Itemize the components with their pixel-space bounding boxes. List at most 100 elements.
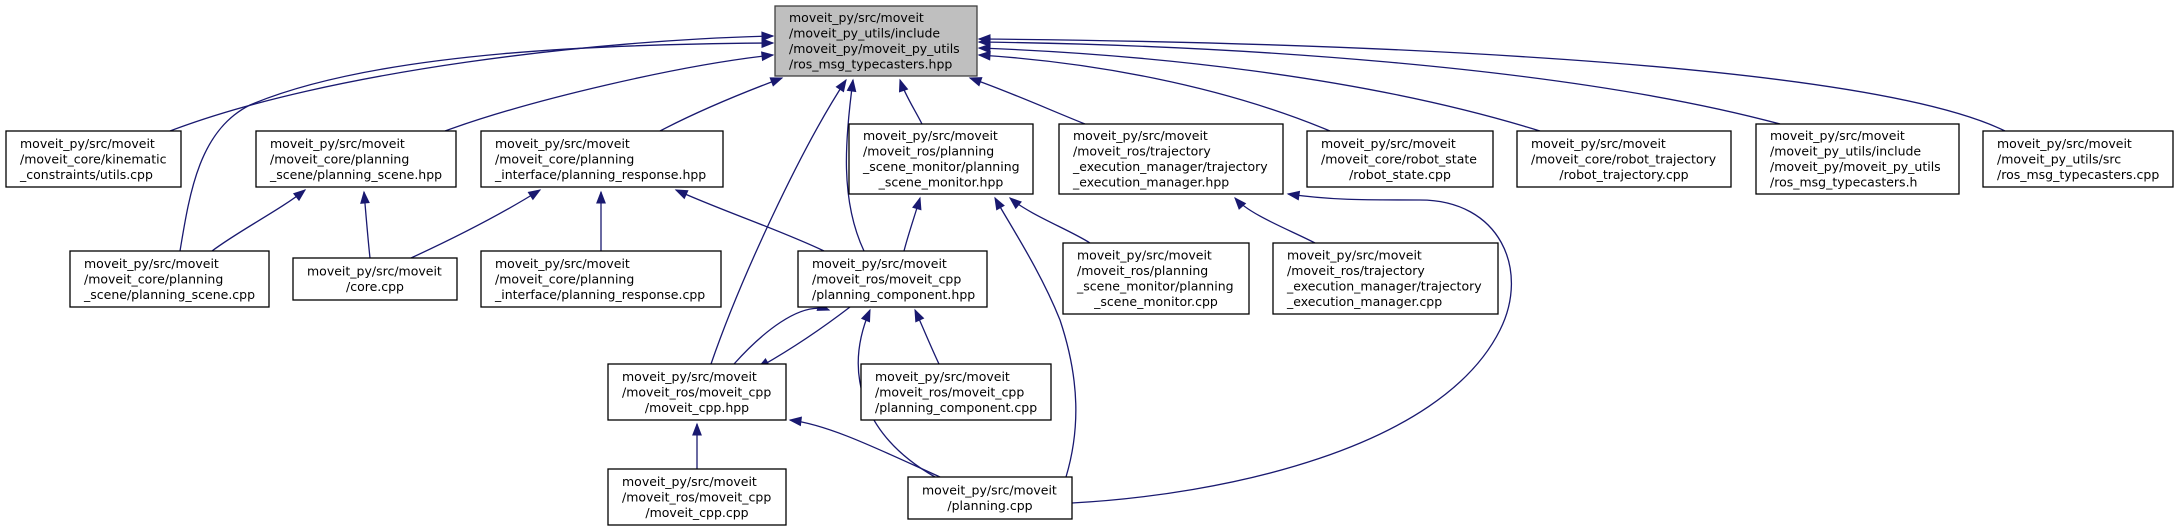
node-label-line: moveit_py/src/moveit (622, 369, 757, 384)
edge-line (410, 189, 541, 259)
edge-line (978, 38, 2006, 132)
node-label-line: /moveit_core/robot_trajectory (1531, 151, 1717, 166)
node-label-line: /core.cpp (346, 279, 404, 294)
edge-planning_cpp-to-psm_hpp (994, 196, 1077, 478)
node-label-line: /robot_trajectory.cpp (1559, 167, 1688, 182)
node-label-line: /ros_msg_typecasters.h (1770, 175, 1917, 190)
edge-ps_cpp-to-root (179, 38, 775, 252)
node-label-line: _interface/planning_response.cpp (494, 287, 705, 302)
edge-pc_cpp-to-pc_hpp (914, 308, 940, 365)
edge-pc_hpp-to-psm_hpp (903, 196, 922, 252)
edge-mc_hpp-to-root (710, 78, 847, 365)
node-label-line: /moveit_ros/trajectory (1073, 144, 1211, 159)
edge-mc_cpp-to-mc_hpp (692, 422, 702, 470)
edge-line (845, 79, 865, 252)
node-label-line: moveit_py/src/moveit (922, 483, 1057, 498)
node-label-line: /moveit_py_utils/include (789, 26, 940, 41)
node-label-line: _scene_monitor/planning (862, 159, 1020, 174)
node-label-line: /planning.cpp (947, 498, 1032, 513)
edge-line (789, 419, 941, 478)
file-node-psm-cpp[interactable]: moveit_py/src/moveit/moveit_ros/planning… (1062, 242, 1250, 315)
file-node-pr-hpp[interactable]: moveit_py/src/moveit/moveit_core/plannin… (480, 130, 724, 188)
node-label-line: /moveit_ros/moveit_cpp (622, 384, 771, 399)
node-label-line: /moveit_ros/moveit_cpp (812, 271, 961, 286)
edge-line (1071, 193, 1513, 504)
file-node-pr-cpp[interactable]: moveit_py/src/moveit/moveit_core/plannin… (480, 250, 722, 308)
edge-line (710, 79, 847, 365)
node-label-line: /moveit_ros/moveit_cpp (622, 489, 771, 504)
file-node-tc-h[interactable]: moveit_py/src/moveit/moveit_py_utils/inc… (1755, 123, 1960, 195)
arrowhead-icon (788, 416, 802, 427)
node-box (774, 5, 978, 77)
edge-pc_hpp-to-root (845, 78, 865, 252)
edge-line (659, 77, 783, 132)
node-label-line: moveit_py/src/moveit (1287, 248, 1422, 263)
arrowhead-icon (898, 78, 909, 93)
node-label-line: _execution_manager.cpp (1286, 294, 1442, 309)
file-node-tem-hpp[interactable]: moveit_py/src/moveit/moveit_ros/trajecto… (1058, 123, 1284, 195)
file-node-planning-cpp[interactable]: moveit_py/src/moveit/planning.cpp (907, 476, 1073, 520)
node-label-line: moveit_py/src/moveit (270, 136, 405, 151)
node-label-line: /moveit_py/moveit_py_utils (1770, 159, 1941, 174)
edge-psm_cpp-to-psm_hpp (1008, 197, 1091, 244)
node-label-line: _execution_manager/trajectory (1072, 159, 1268, 174)
file-node-ps-cpp[interactable]: moveit_py/src/moveit/moveit_core/plannin… (69, 250, 270, 308)
node-box (69, 250, 270, 308)
edge-line (179, 42, 774, 252)
node-label-line: moveit_py/src/moveit (495, 256, 630, 271)
node-box (1272, 242, 1499, 315)
file-node-kin-utils[interactable]: moveit_py/src/moveit/moveit_core/kinemat… (5, 130, 182, 188)
edge-tc_cpp-to-root (977, 34, 2006, 132)
arrowhead-icon (977, 34, 991, 45)
node-box (607, 468, 787, 526)
edge-pc_hpp-to-mc_hpp (756, 306, 851, 369)
file-node-psm-hpp[interactable]: moveit_py/src/moveit/moveit_ros/planning… (848, 123, 1034, 195)
arrowhead-icon (692, 422, 702, 436)
file-node-tem-cpp[interactable]: moveit_py/src/moveit/moveit_ros/trajecto… (1272, 242, 1499, 315)
file-node-tc-cpp[interactable]: moveit_py/src/moveit/moveit_py_utils/src… (1982, 130, 2174, 188)
node-label-line: _scene_monitor/planning (1076, 279, 1234, 294)
edge-planning_cpp-to-tem_hpp (1071, 190, 1513, 504)
file-node-pc-hpp[interactable]: moveit_py/src/moveit/moveit_ros/moveit_c… (797, 250, 988, 308)
arrowhead-icon (912, 196, 922, 211)
file-node-rt-cpp[interactable]: moveit_py/src/moveit/moveit_core/robot_t… (1516, 130, 1732, 188)
node-box (1058, 123, 1284, 195)
arrowhead-icon (674, 189, 689, 200)
edge-line (1009, 197, 1091, 244)
node-label-line: /moveit_ros/moveit_cpp (875, 384, 1024, 399)
node-label-line: moveit_py/src/moveit (863, 128, 998, 143)
node-label-line: moveit_py/src/moveit (1770, 128, 1905, 143)
node-label-line: moveit_py/src/moveit (1073, 128, 1208, 143)
edge-tc_h-to-root (977, 37, 1781, 125)
edge-ps_hpp-to-root (444, 51, 775, 132)
node-label-line: /planning_component.cpp (875, 400, 1037, 415)
node-box (607, 363, 787, 421)
arrowhead-icon (994, 196, 1005, 211)
edge-line (757, 306, 851, 369)
arrowhead-icon (977, 43, 991, 54)
node-box (480, 130, 724, 188)
edge-line (978, 47, 1541, 132)
node-label-line: _execution_manager/trajectory (1286, 279, 1482, 294)
edge-pr_cpp-to-pr_hpp (596, 190, 606, 251)
node-label-line: /ros_msg_typecasters.cpp (1997, 167, 2159, 182)
node-label-line: /planning_component.hpp (812, 287, 975, 302)
edge-line (211, 189, 306, 252)
node-box (907, 476, 1073, 520)
file-node-pc-cpp[interactable]: moveit_py/src/moveit/moveit_ros/moveit_c… (860, 363, 1052, 421)
edge-ps_cpp-to-ps_hpp (211, 189, 307, 252)
node-box (255, 130, 457, 188)
node-label-line: /moveit_ros/planning (863, 144, 994, 159)
file-node-mc-hpp[interactable]: moveit_py/src/moveit/moveit_ros/moveit_c… (607, 363, 787, 421)
edge-tem_hpp-to-root (968, 77, 1086, 125)
arrowhead-icon (292, 189, 307, 202)
root-file-node[interactable]: moveit_py/src/moveit/moveit_py_utils/inc… (774, 5, 978, 77)
file-node-core-cpp[interactable]: moveit_py/src/moveit/core.cpp (292, 257, 458, 301)
file-node-rs-cpp[interactable]: moveit_py/src/moveit/moveit_core/robot_s… (1306, 130, 1494, 188)
file-node-ps-hpp[interactable]: moveit_py/src/moveit/moveit_core/plannin… (255, 130, 457, 188)
arrowhead-icon (1008, 197, 1022, 210)
node-box (1516, 130, 1732, 188)
node-box (5, 130, 182, 188)
file-node-mc-cpp[interactable]: moveit_py/src/moveit/moveit_ros/moveit_c… (607, 468, 787, 526)
